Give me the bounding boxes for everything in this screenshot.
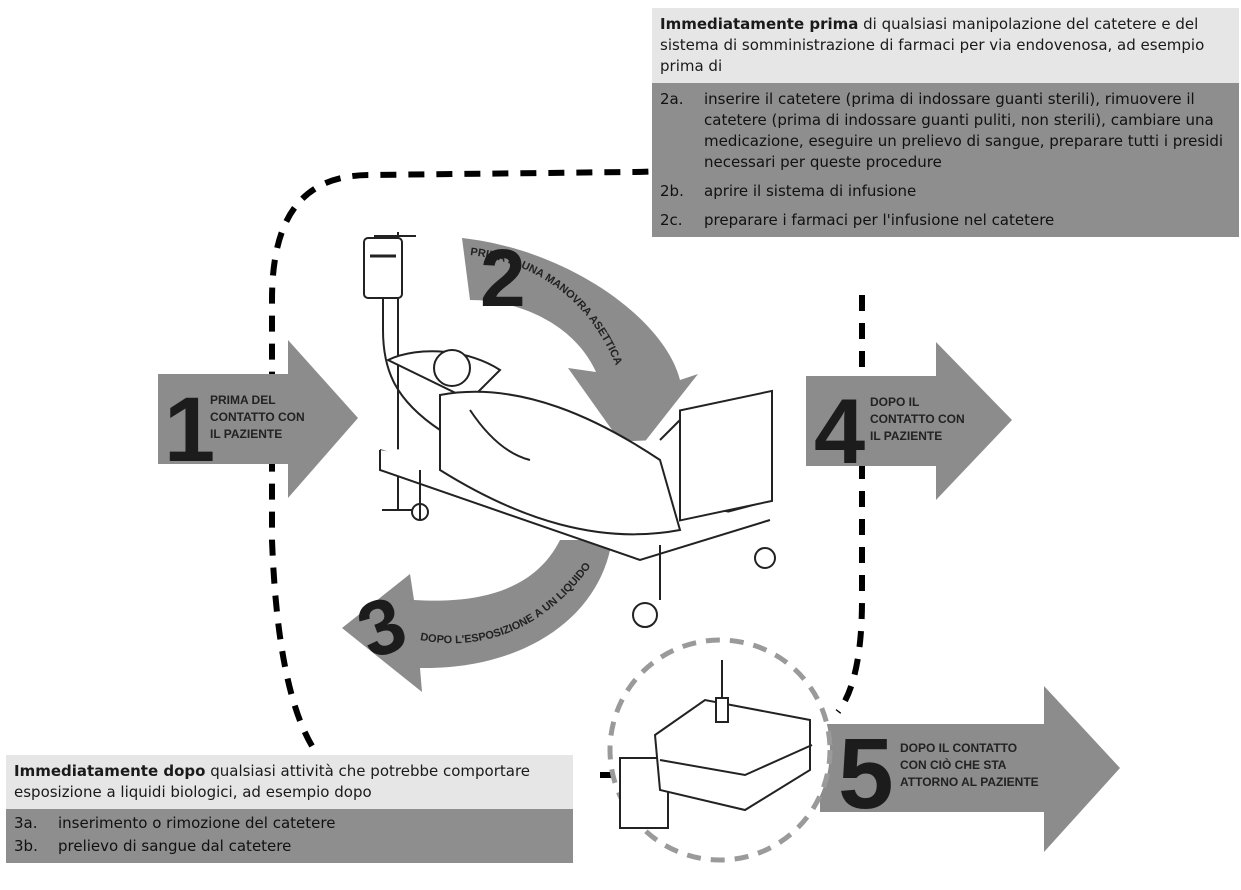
moment-5-label: DOPO IL CONTATTO CON CIÒ CHE STA ATTORNO…: [900, 741, 1039, 789]
moment-4-number: 4: [814, 381, 866, 483]
list-item: 2b.aprire il sistema di infusione: [660, 182, 917, 200]
list-item: 2c.preparare i farmaci per l'infusione n…: [660, 211, 1055, 229]
patient-in-bed-icon: [379, 349, 776, 628]
moment-1-label: PRIMA DEL CONTATTO CON IL PAZIENTE: [210, 393, 305, 441]
moment-3-info-box: Immediatamente dopo qualsiasi attività c…: [6, 755, 573, 863]
moment-4-label: DOPO IL CONTATTO CON IL PAZIENTE: [870, 395, 965, 443]
moment-2-info-box: Immediatamente prima di qualsiasi manipo…: [652, 8, 1239, 237]
moment-2-arrow: [462, 238, 698, 458]
moment-1-number: 1: [164, 379, 216, 481]
moment-5-arrow: [820, 686, 1120, 852]
moment-3-info-heading: Immediatamente dopo qualsiasi attività c…: [6, 755, 573, 809]
list-item: 3a.inserimento o rimozione del catetere: [14, 814, 336, 832]
moment-3-info-list: 3a.inserimento o rimozione del catetere …: [6, 809, 573, 863]
empty-bed-icon: [607, 637, 833, 863]
moment-4-arrow: [806, 342, 1012, 500]
moment-2-number: 2: [480, 233, 526, 324]
moment-5-number: 5: [838, 718, 894, 830]
moment-3-arrow: [342, 540, 612, 692]
list-item: 3b.prelievo di sangue dal catetere: [14, 837, 292, 855]
list-item: 2a.inserire il catetere (prima di indoss…: [660, 90, 1224, 171]
moment-1-arrow: [158, 340, 358, 498]
moment-2-info-heading: Immediatamente prima di qualsiasi manipo…: [652, 8, 1239, 83]
patient-zone-boundary-right: [835, 295, 865, 714]
moment-2-info-list: 2a.inserire il catetere (prima di indoss…: [652, 83, 1239, 237]
